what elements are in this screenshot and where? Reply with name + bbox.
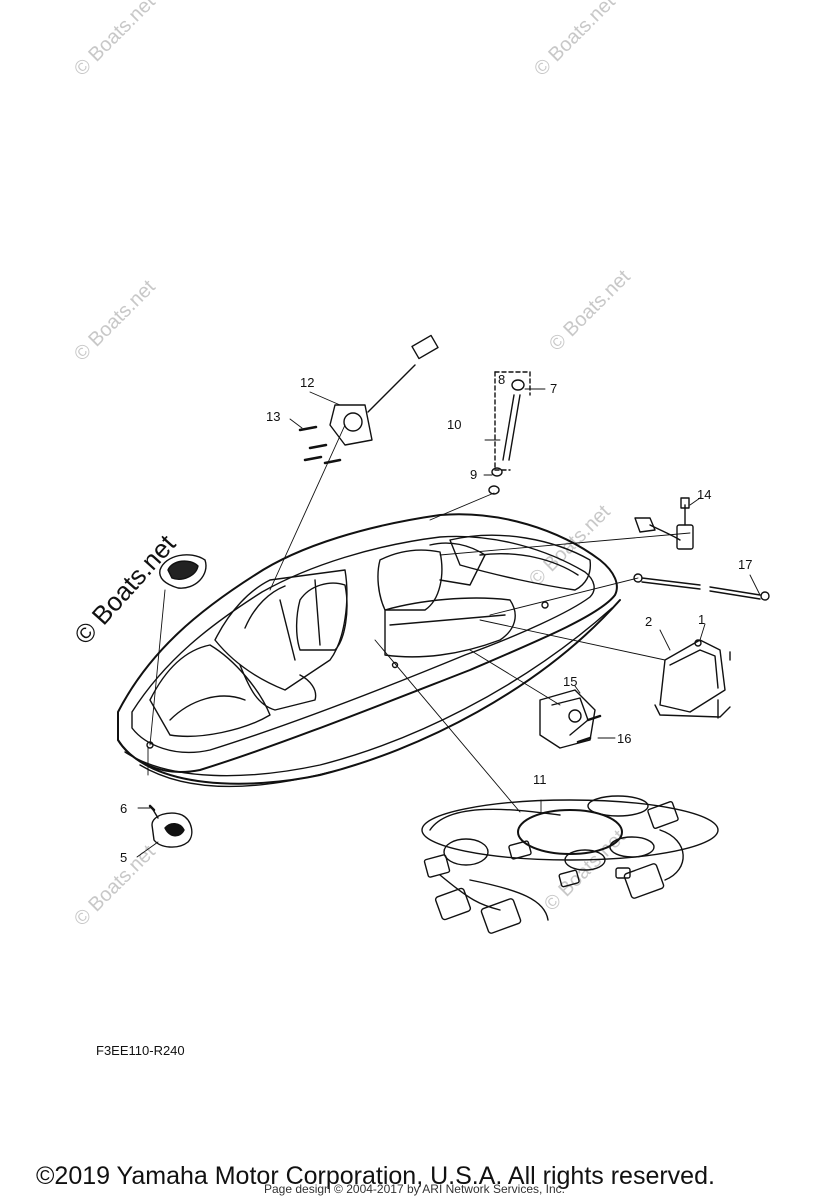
callout-10: 10 [447,417,462,432]
boat-hull-illustration [117,513,621,788]
callout-16: 16 [617,731,632,746]
bow-light-part-5-6 [148,804,193,848]
wiring-harness-part-11 [421,795,719,934]
callout-8: 8 [498,372,506,387]
callout-5: 5 [120,850,128,865]
leader-lines [136,388,761,858]
callout-11: 11 [533,772,547,787]
callout-6: 6 [120,801,128,816]
callout-1: 1 [698,612,706,627]
bracket-part-1-2 [654,639,731,719]
callout-9: 9 [470,467,478,482]
copyright-notice: ©2019 Yamaha Motor Corporation, U.S.A. A… [36,1162,715,1190]
callout-13: 13 [266,409,281,424]
callout-17: 17 [738,557,753,572]
sensor-part-14 [634,497,694,550]
vent-tube-part-7-10 [488,371,531,495]
callout-2: 2 [645,614,653,629]
callout-14: 14 [697,487,712,502]
gauge-part-12-13 [298,334,439,465]
callout-12: 12 [300,375,315,390]
page-design-credit: Page design © 2004-2017 by ARI Network S… [264,1182,566,1196]
cable-part-17 [633,573,770,601]
switch-box-part-15-16 [539,689,602,749]
callout-7: 7 [550,381,558,396]
diagram-code: F3EE110-R240 [96,1043,185,1058]
speaker-part [159,554,207,589]
callout-15: 15 [563,674,578,689]
